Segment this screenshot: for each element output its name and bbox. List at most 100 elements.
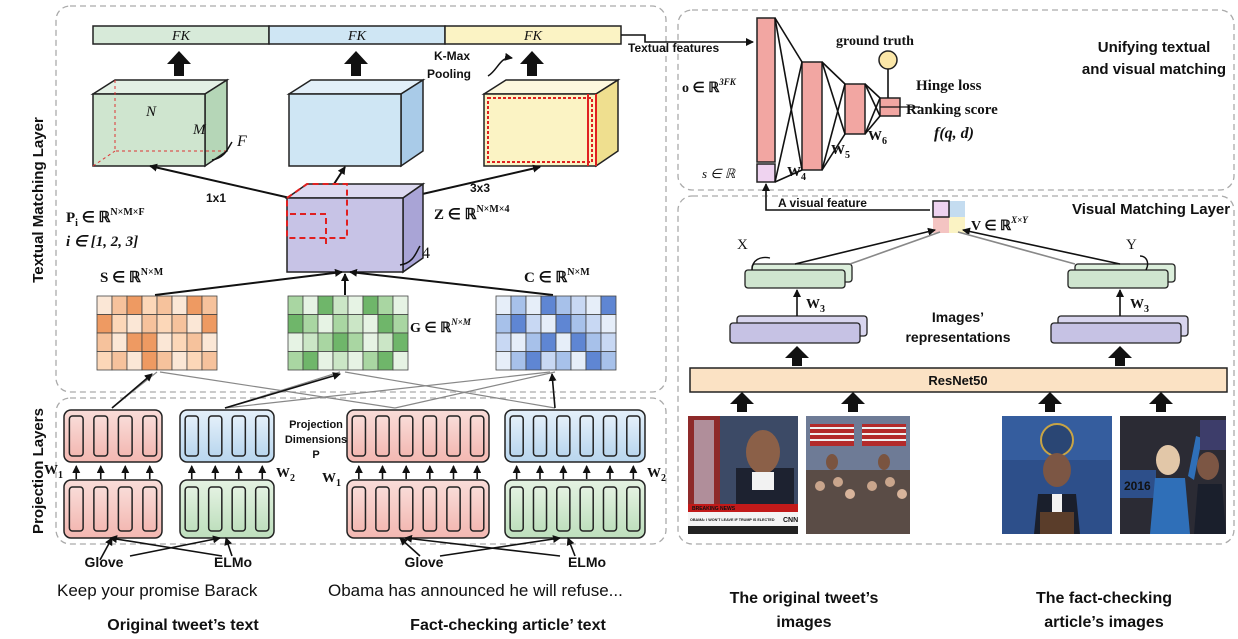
rally-sign: 2016 [1124, 479, 1151, 493]
projection-dims-line3: P [312, 449, 319, 461]
c-matrix-cell [555, 314, 572, 334]
s-matrix-cell [201, 314, 218, 334]
y-dim-brace [1139, 255, 1149, 271]
g-similarity-matrix [287, 295, 409, 371]
g-matrix-cell [287, 295, 304, 315]
s-matrix-cell [126, 351, 143, 371]
g-matrix-cell [347, 332, 364, 352]
w2-label-right: W2 [647, 466, 666, 484]
c-matrix-cell [540, 351, 557, 371]
s-matrix-cell [186, 314, 203, 334]
c-matrix-cell [525, 295, 542, 315]
c-matrix-cell [495, 295, 512, 315]
s-matrix-cell [126, 332, 143, 352]
c-matrix-cell [555, 332, 572, 352]
feature-map-cube-1 [90, 78, 230, 168]
g-matrix-cell [347, 351, 364, 371]
fk-label-1: FK [171, 29, 191, 44]
c-similarity-matrix [495, 295, 617, 371]
g-matrix-cell [332, 351, 349, 371]
g-matrix-cell [317, 295, 334, 315]
s-matrix-cell [96, 314, 113, 334]
hinge-loss-label: Hinge loss [916, 78, 982, 94]
w3-label-right: W3 [1130, 297, 1149, 315]
projection-dims-line1: Projection [289, 419, 343, 431]
v-matrix [932, 200, 965, 233]
s-matrix-cell [141, 332, 158, 352]
s-matrix-cell [171, 351, 188, 371]
c-matrix-cell [570, 351, 587, 371]
c-matrix-cell [570, 332, 587, 352]
g-matrix-cell [377, 314, 394, 334]
c-matrix-cell [585, 351, 602, 371]
glove-label-2: Glove [405, 554, 444, 570]
g-matrix-cell [302, 332, 319, 352]
s-matrix-cell [186, 332, 203, 352]
embedding-arrows [99, 534, 576, 561]
four-label: 4 [422, 245, 430, 262]
elmo-label-1: ELMo [214, 554, 252, 570]
textual-features-label: Textual features [628, 41, 719, 55]
visual-w3-arrows [793, 227, 1124, 316]
images-repr-line1: Images’ [932, 309, 984, 325]
c-to-z-arrow [349, 268, 554, 296]
c-matrix-cell [525, 314, 542, 334]
w6-label: W6 [868, 129, 887, 147]
g-matrix-cell [332, 314, 349, 334]
p-i-formula: Pi ∈ ℝN×M×F [66, 207, 145, 229]
g-matrix-cell [392, 314, 409, 334]
elmo-label-2: ELMo [568, 554, 606, 570]
s-matrix-cell [186, 351, 203, 371]
image-up-arrows [730, 392, 1173, 412]
resnet50-bar [689, 367, 1228, 393]
g-matrix-cell [347, 314, 364, 334]
c-matrix-cell [510, 295, 527, 315]
feature-map-cube-3 [481, 78, 621, 168]
w1-label-right: W1 [322, 471, 341, 489]
kmax-label-2: Pooling [427, 67, 471, 81]
s-scalar-cell [756, 163, 776, 183]
s-matrix-cell [126, 295, 143, 315]
s-matrix-cell [201, 351, 218, 371]
c-matrix-cell [600, 351, 617, 371]
c-matrix-cell [510, 314, 527, 334]
c-matrix-cell [540, 314, 557, 334]
c-matrix-cell [540, 332, 557, 352]
g-matrix-cell [332, 295, 349, 315]
g-matrix-cell [362, 314, 379, 334]
c-matrix-cell [540, 295, 557, 315]
fk-label-2: FK [347, 29, 367, 44]
s-matrix-cell [201, 332, 218, 352]
s-matrix-cell [111, 351, 128, 371]
s-to-z-arrow [154, 268, 343, 296]
s-matrix-cell [141, 351, 158, 371]
c-matrix-cell [525, 332, 542, 352]
article-text-caption: Fact-checking article’ text [410, 617, 606, 634]
s-matrix-cell [111, 332, 128, 352]
s-matrix-cell [96, 351, 113, 371]
c-matrix-cell [510, 351, 527, 371]
i-range-formula: i ∈ [1, 2, 3] [66, 234, 138, 250]
g-matrix-cell [362, 332, 379, 352]
visual-matching-region [677, 195, 1235, 545]
c-matrix-cell [600, 295, 617, 315]
s-matrix-cell [126, 314, 143, 334]
c-matrix-cell [570, 314, 587, 334]
g-matrix-cell [317, 314, 334, 334]
fk-label-3: FK [523, 29, 543, 44]
w4-label: W4 [787, 165, 806, 183]
resnet50-label: ResNet50 [928, 373, 987, 388]
visual-feature-link [762, 183, 930, 211]
s-matrix-cell [111, 295, 128, 315]
kernel-arrow-3x3 [404, 164, 541, 199]
kmax-curve [487, 52, 513, 77]
g-matrix-cell [287, 314, 304, 334]
c-matrix-cell [570, 295, 587, 315]
c-matrix-cell [585, 314, 602, 334]
visual-matching-layer-label: Visual Matching Layer [1072, 201, 1230, 218]
n-label: N [145, 104, 157, 120]
g-matrix-cell [302, 314, 319, 334]
hidden-layer-2 [844, 83, 866, 135]
tweet-images-caption-1: The original tweet’s [730, 590, 879, 607]
